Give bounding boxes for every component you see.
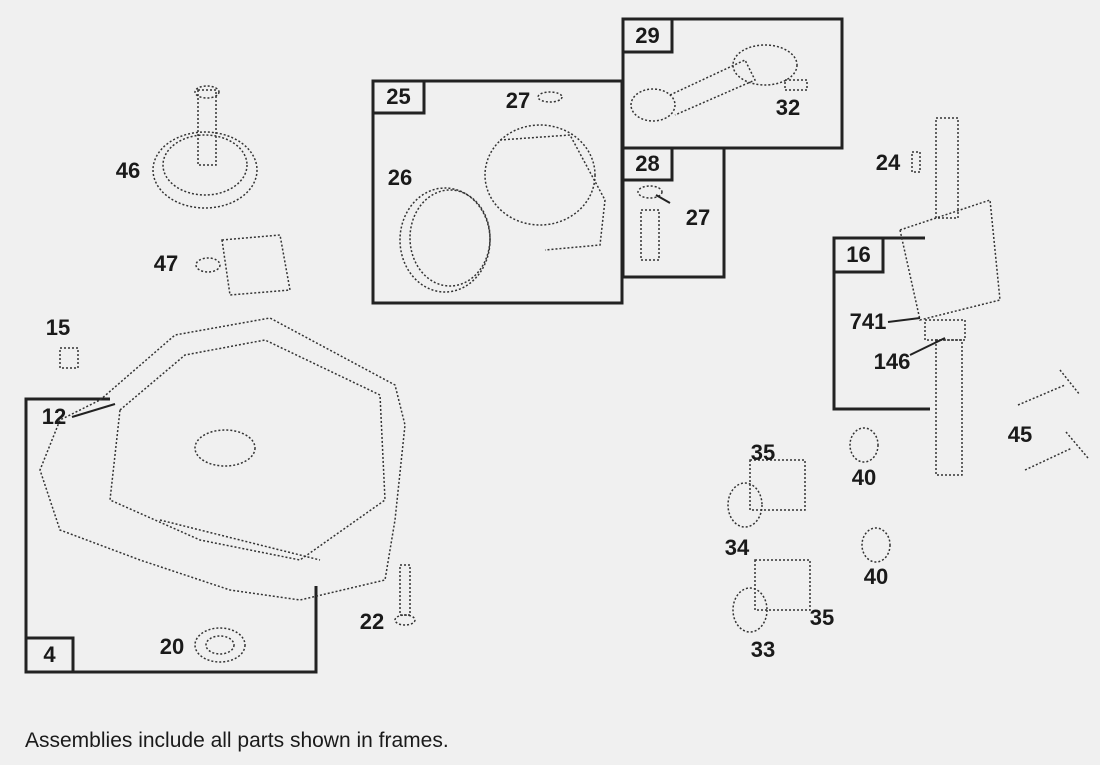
frame-label-29: 29 xyxy=(635,22,660,48)
valve-spring-part xyxy=(727,427,891,633)
plug-part xyxy=(59,347,79,369)
callout-15: 15 xyxy=(45,315,71,340)
key-part xyxy=(911,151,921,173)
callout-35: 35 xyxy=(750,440,776,465)
callout-20: 20 xyxy=(159,634,185,659)
callout-46: 46 xyxy=(115,158,141,183)
crankcase-part xyxy=(39,317,406,601)
governor-part xyxy=(195,234,291,296)
frame-label-25: 25 xyxy=(386,84,411,109)
callout-40: 40 xyxy=(863,564,889,589)
piston-part xyxy=(484,91,606,251)
bolt-part xyxy=(399,564,411,616)
connecting-rod-part xyxy=(630,44,808,122)
frame-label-28: 28 xyxy=(635,151,660,176)
callout-45: 45 xyxy=(1007,422,1033,447)
frame-label-4: 4 xyxy=(43,642,56,667)
crankshaft-part xyxy=(899,117,1001,476)
callout-32: 32 xyxy=(775,95,801,120)
piston-pin-part xyxy=(640,209,660,261)
frame-4 xyxy=(24,397,318,674)
callout-12: 12 xyxy=(41,404,67,429)
callout-35: 35 xyxy=(809,605,835,630)
seal-part xyxy=(194,627,246,663)
cam-gear-part xyxy=(152,85,258,209)
diagram-caption: Assemblies include all parts shown in fr… xyxy=(25,729,449,752)
callout-40: 40 xyxy=(851,465,877,490)
callout-27: 27 xyxy=(505,88,531,113)
callout-26: 26 xyxy=(387,165,413,190)
callout-27: 27 xyxy=(685,205,711,230)
callout-33: 33 xyxy=(750,637,776,662)
callout-146: 146 xyxy=(873,349,911,374)
frame-29 xyxy=(621,17,844,150)
valve-part xyxy=(1017,369,1081,406)
piston-rings-part xyxy=(399,187,491,293)
callout-741: 741 xyxy=(849,309,887,334)
callout-34: 34 xyxy=(724,535,750,560)
frame-label-16: 16 xyxy=(846,242,871,267)
callout-47: 47 xyxy=(153,251,179,276)
callout-22: 22 xyxy=(359,609,385,634)
callout-24: 24 xyxy=(875,150,901,175)
